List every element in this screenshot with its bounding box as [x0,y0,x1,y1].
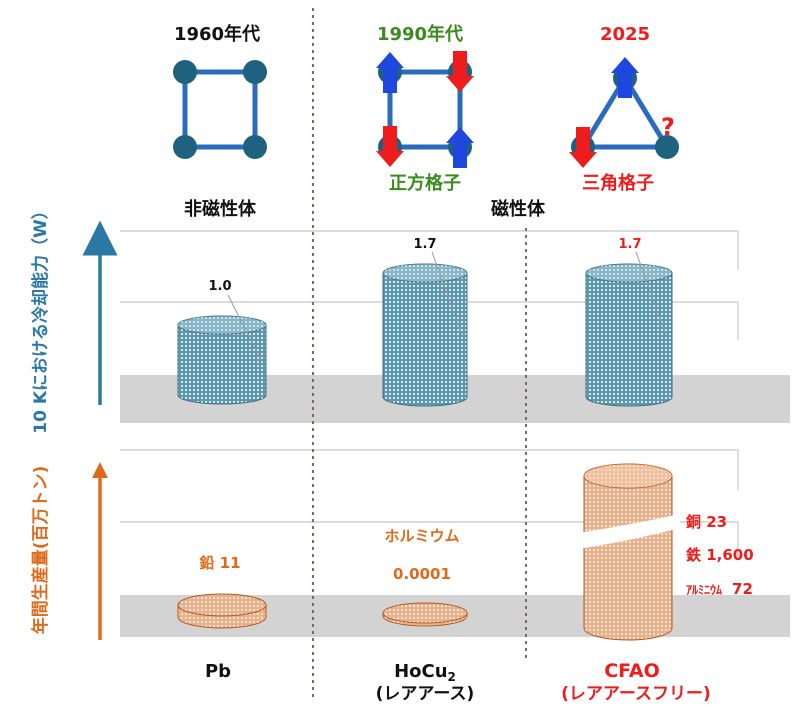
frustration-question-mark: ? [661,113,675,141]
production-label-hocu2: 0.0001 [393,565,451,583]
spin-up-arrow [611,57,639,98]
category-magnetic: 磁性体 [491,198,546,220]
material-name-hocu2-subscript: 2 [448,670,456,684]
cooling-axis-label: 10 Kにおける冷却能力（W） [30,202,51,434]
lattice-triangle-label: 三角格子 [582,172,654,194]
cooling-cylinder-pb [177,315,267,405]
lattice-square-magnetic [376,51,474,168]
production-cylinder-cfao [578,463,680,641]
production-axis-label: 年間生産量(百万トン) [30,466,51,635]
material-name-pb: Pb [205,661,231,682]
production-axis-arrowhead [92,462,108,478]
cooling-leader-pb [227,294,263,363]
cooling-leader-cfao [635,251,667,336]
cfao-breakdown-aluminum: ｱﾙﾐﾆｳﾑ 72 [686,580,753,598]
spin-down-arrow [569,127,597,168]
cooling-cylinder-hocu2 [382,263,468,407]
material-name-hocu2: HoCu2 [394,661,456,684]
cfao-breakdown-iron: 鉄 1,600 [686,546,754,564]
cooling-value-hocu2: 1.7 [413,237,436,252]
lattice-square-label: 正方格子 [389,172,461,194]
production-disc-pb [177,593,267,629]
spin-down-arrow [446,51,474,92]
cfao-breakdown-aluminum-value: 72 [732,580,753,598]
era-label-2025: 2025 [600,24,650,45]
material-sub-hocu2: (レアアース) [376,684,475,704]
production-label-pb: 鉛 11 [199,554,240,572]
cooling-value-pb: 1.0 [208,279,231,294]
spin-down-arrow [376,126,404,167]
cooling-value-cfao: 1.7 [618,237,641,252]
cooling-cylinder-cfao [585,263,673,407]
cooling-leader-hocu2 [431,251,463,336]
cfao-breakdown-aluminum-name: ｱﾙﾐﾆｳﾑ [686,583,722,597]
cfao-breakdown-copper: 銅 23 [686,513,727,531]
material-name-hocu2-base: HoCu [394,661,447,682]
material-sub-cfao: (レアアースフリー) [561,684,711,704]
spin-up-arrow [376,52,404,93]
category-nonmagnetic: 非磁性体 [184,198,257,220]
era-label-1990: 1990年代 [377,23,463,45]
lattice-triangle: ? [569,57,679,168]
material-name-cfao: CFAO [604,660,660,682]
spin-up-arrow [446,127,474,168]
axis-break [578,514,680,549]
production-disc-hocu2 [382,602,468,627]
era-label-1960: 1960年代 [174,23,260,45]
production-name-holmium: ホルミウム [384,527,459,545]
lattice-square-nonmagnetic [173,60,267,159]
